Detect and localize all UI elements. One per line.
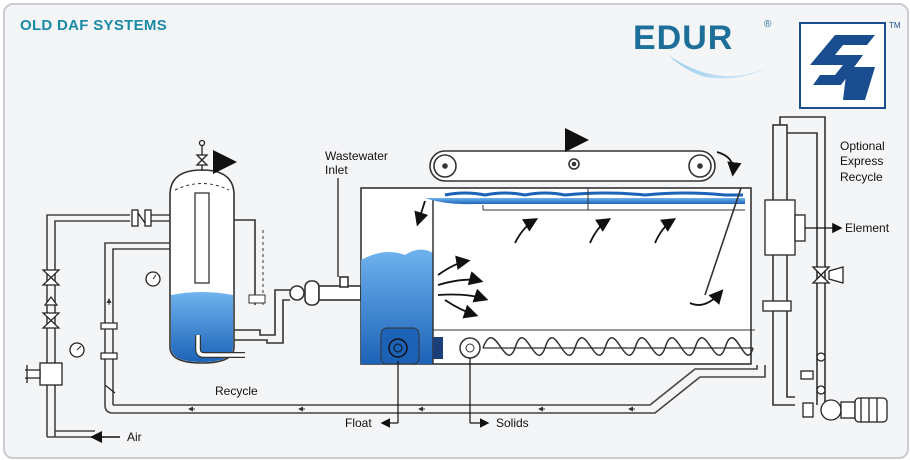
sp-trademark: TM [889,21,901,30]
optional-label-line1: Optional [840,139,885,153]
rotation-arrow-icon [716,151,742,177]
element-label: Element [845,221,890,235]
diagram-frame: OLD DAF SYSTEMS EDUR ® TM [3,3,909,459]
check-valve-icon [131,209,152,227]
saturation-tank [169,169,290,364]
float-label: Float [345,416,372,430]
optional-label-line3: Recycle [840,170,883,184]
pressure-gauge-icon [69,271,161,358]
recycle-flow-arrows-icon [106,298,635,412]
edur-swoosh-icon [668,55,775,79]
recycle-pump-icon [802,397,888,423]
skimmer-conveyor [429,150,716,182]
optional-label-line2: Express [840,154,883,168]
page-title: OLD DAF SYSTEMS [20,17,168,34]
regulator-icon [25,362,63,386]
air-label: Air [127,430,142,444]
wastewater-label-line2: Inlet [325,163,348,177]
recycle-label: Recycle [215,384,258,398]
screw-conveyor [433,337,754,359]
sp-logo-icon [799,22,886,109]
express-recycle-piping [772,116,826,406]
gate-valve-icon [41,269,118,394]
solids-label: Solids [496,416,529,430]
float-outlet [380,327,420,365]
relief-valve-icon [195,139,209,171]
flow-arrows-icon [414,200,724,319]
edur-logo-text: EDUR [633,19,734,57]
butterfly-valve-icon [800,266,844,395]
edur-registered-mark: ® [764,19,772,30]
element-flange [762,199,806,312]
wastewater-label-line1: Wastewater [325,149,388,163]
daf-system-diagram: Air [25,22,890,444]
